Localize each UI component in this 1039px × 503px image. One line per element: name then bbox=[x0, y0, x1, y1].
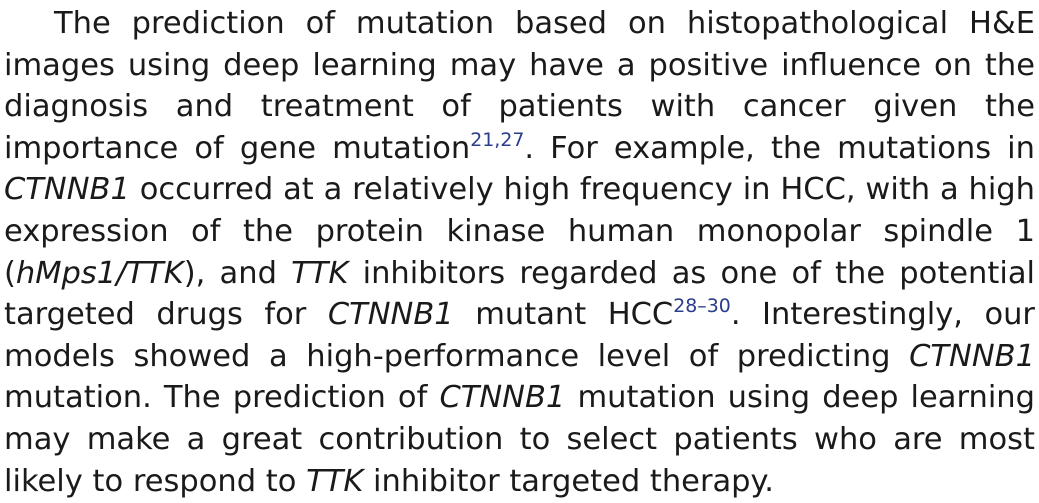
gene-name: hMps1/TTK bbox=[15, 255, 184, 291]
text-segment: inhibitors regarded as one of the potent… bbox=[4, 255, 1035, 333]
citation-ref[interactable]: 28–30 bbox=[673, 295, 731, 318]
gene-name: CTNNB1 bbox=[439, 380, 566, 416]
body-paragraph: The prediction of mutation based on hist… bbox=[4, 3, 1035, 502]
gene-name: CTNNB1 bbox=[4, 172, 130, 208]
gene-name: CTNNB1 bbox=[327, 297, 454, 333]
text-segment: occurred at a relatively high frequency … bbox=[4, 172, 1035, 291]
gene-name: TTK bbox=[291, 255, 349, 291]
text-segment: . For example, the mutations in bbox=[524, 130, 1035, 166]
text-segment: . Interestingly, our models showed a hig… bbox=[4, 297, 1035, 374]
text-segment: inhibitor targeted therapy. bbox=[363, 463, 774, 499]
text-segment: mutation using deep learning may make a … bbox=[4, 380, 1035, 499]
citation-ref[interactable]: 21,27 bbox=[470, 129, 525, 152]
gene-name: TTK bbox=[306, 463, 364, 499]
gene-name: CTNNB1 bbox=[909, 338, 1035, 374]
text-segment: The prediction of mutation based on hist… bbox=[4, 6, 1035, 166]
text-segment: mutation. The prediction of bbox=[4, 380, 440, 416]
text-segment: ), and bbox=[183, 255, 292, 291]
text-segment: mutant HCC bbox=[453, 297, 674, 333]
